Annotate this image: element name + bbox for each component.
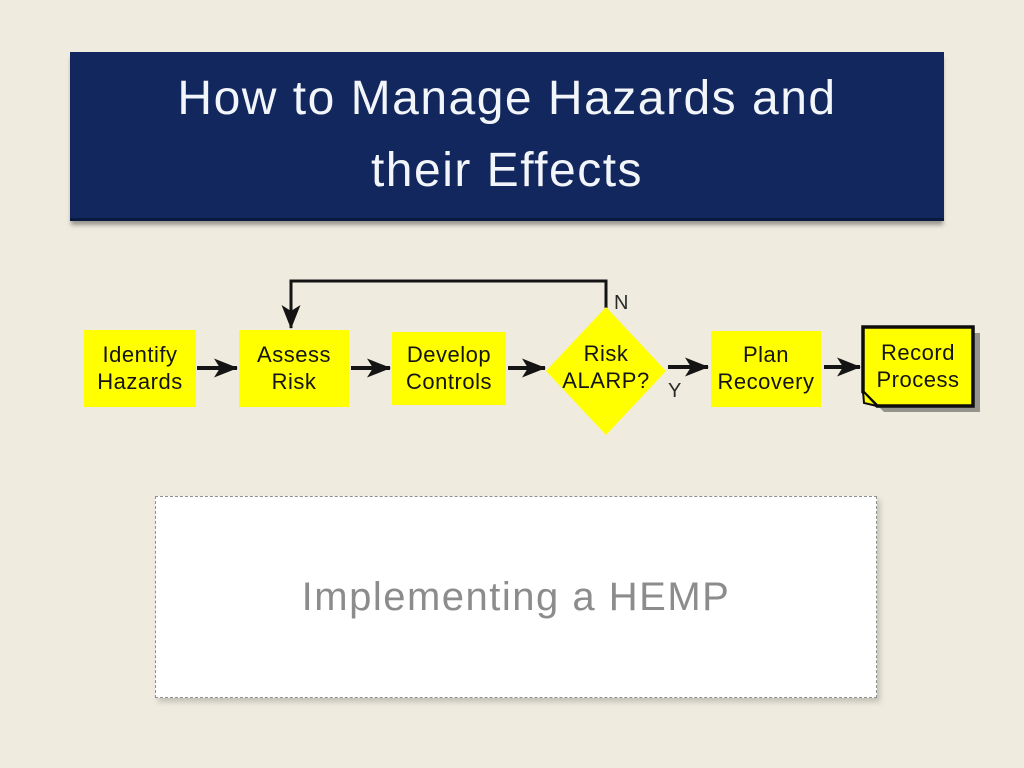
flow-edge-alarp-no-loop xyxy=(281,279,608,329)
node-label: Recovery xyxy=(718,369,815,394)
branch-label-no: N xyxy=(614,292,628,314)
slide-title-line1: How to Manage Hazards and xyxy=(177,72,837,125)
node-label: Assess xyxy=(257,342,331,367)
node-label: ALARP? xyxy=(562,368,649,393)
flowchart-node-plan-recovery: Plan Recovery xyxy=(711,331,821,407)
node-label: Controls xyxy=(406,369,492,394)
node-label: Process xyxy=(877,367,960,392)
node-label: Identify xyxy=(103,342,178,367)
flowchart-node-identify-hazards: Identify Hazards xyxy=(84,330,196,407)
branch-label-yes: Y xyxy=(668,380,681,402)
node-label: Develop xyxy=(407,342,491,367)
slide-title: How to Manage Hazards and their Effects xyxy=(70,52,944,221)
content-placeholder-text: Implementing a HEMP xyxy=(301,574,731,619)
node-label: Risk xyxy=(272,369,317,394)
node-label: Hazards xyxy=(97,369,182,394)
node-label: Plan xyxy=(743,342,789,367)
content-placeholder: Implementing a HEMP xyxy=(155,496,877,698)
flowchart-node-record-process: Record Process xyxy=(861,325,980,412)
node-label: Record xyxy=(881,340,955,365)
flowchart-node-assess-risk: Assess Risk xyxy=(239,330,349,407)
flowchart-node-risk-alarp: Risk ALARP? xyxy=(546,307,666,435)
node-label: Risk xyxy=(584,341,629,366)
flowchart-node-develop-controls: Develop Controls xyxy=(392,332,506,405)
slide-title-line2: their Effects xyxy=(370,144,644,197)
